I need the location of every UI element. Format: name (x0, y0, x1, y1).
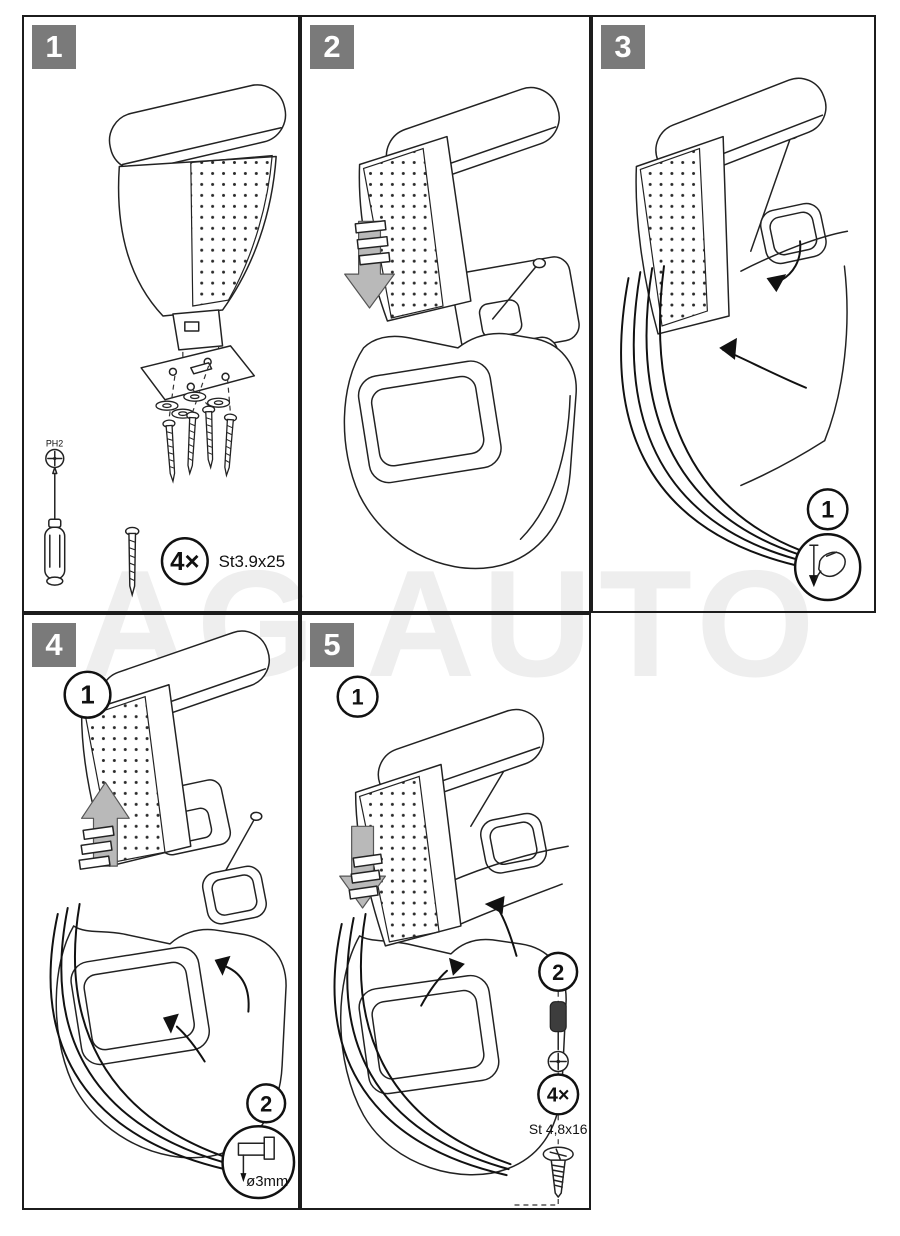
latch-strips (348, 853, 383, 900)
handbrake-lever (750, 137, 791, 252)
step-number-badge: 1 (32, 25, 76, 69)
latch-strips (354, 220, 391, 266)
quantity-circle (537, 1073, 580, 1116)
callout-circle (336, 675, 379, 718)
guide-curves (333, 912, 512, 1177)
handbrake-lever (221, 818, 256, 877)
armrest-illustration (635, 77, 827, 335)
storage-bin (358, 974, 500, 1095)
callout-circle (806, 488, 849, 531)
fastening-parts-column: 2 4× St 4,8x16 (510, 951, 588, 1206)
center-console-illustration (740, 129, 849, 487)
center-console-illustration (343, 256, 580, 570)
washer-icon (155, 400, 179, 411)
step-3-illustration: 1 (620, 77, 862, 602)
callout-circle (63, 670, 112, 719)
snap-point-arrows (719, 240, 807, 389)
quantity-label: 4× (547, 1084, 570, 1106)
step-number-badge: 5 (310, 623, 354, 667)
screw-icon (201, 405, 218, 469)
handbrake-lever (491, 265, 538, 320)
phillips-bit-icon (547, 1050, 569, 1073)
callout-number: 2 (260, 1091, 272, 1116)
cup-holder (480, 812, 548, 874)
cup-holder (759, 202, 827, 265)
tool-size-label: PH2 (46, 439, 63, 449)
screw-icon (219, 413, 238, 477)
step-panel-4: 4 (22, 613, 300, 1210)
screwdriver-icon (44, 466, 66, 586)
cup-holder (201, 865, 267, 925)
tools-group: PH2 4× St3.9x25 (44, 439, 286, 596)
latch-strips (78, 825, 115, 870)
step-panel-1: 1 (22, 15, 300, 613)
step-panel-5: 5 (300, 613, 591, 1210)
screwdriver-icon (549, 1001, 567, 1051)
guide-curves (620, 265, 802, 567)
step-1-illustration: PH2 4× St3.9x25 (44, 84, 287, 596)
step-4-illustration: 1 2 ø3mm (49, 630, 296, 1200)
snap-point-arrows (162, 955, 250, 1063)
callout-number: 2 (552, 960, 564, 985)
callout-number: 1 (821, 496, 834, 523)
center-console-illustration (55, 779, 287, 1159)
callout-circle (538, 951, 579, 992)
callout-circle (246, 1083, 287, 1124)
step-5-illustration: 1 2 4× St 4,8x16 (333, 675, 588, 1206)
callout-number: 1 (352, 685, 364, 710)
press-latch-hand-icon (808, 544, 846, 588)
step-panel-3: 3 (591, 15, 876, 613)
armrest-illustration (354, 708, 545, 947)
screw-icon (124, 526, 140, 596)
step-number-badge: 3 (601, 25, 645, 69)
screw-icon (183, 411, 200, 475)
screw-icon (542, 1146, 574, 1198)
step-2-illustration (343, 86, 580, 570)
step-panel-2: 2 (300, 15, 591, 613)
screw-icon (162, 419, 180, 483)
screw-spec-label: St3.9x25 (219, 552, 286, 571)
washer-icon (183, 391, 207, 402)
storage-bin (70, 946, 211, 1066)
phillips-bit-icon (45, 448, 65, 469)
drill-diameter-label: ø3mm (246, 1173, 288, 1190)
drill-icon (237, 1136, 275, 1183)
center-console-illustration (339, 758, 569, 1176)
storage-bin (357, 360, 502, 484)
step-number-badge: 4 (32, 623, 76, 667)
step-number-badge: 2 (310, 25, 354, 69)
handbrake-lever (470, 765, 508, 828)
guide-curves (49, 903, 230, 1171)
quantity-circle (160, 536, 209, 586)
callout-number: 1 (80, 682, 94, 710)
armrest-illustration (108, 84, 287, 351)
mounting-plate (140, 345, 256, 401)
fasteners-exploded (155, 365, 238, 483)
quantity-label: 4× (170, 548, 199, 576)
screw-spec-label: St 4,8x16 (529, 1121, 588, 1137)
